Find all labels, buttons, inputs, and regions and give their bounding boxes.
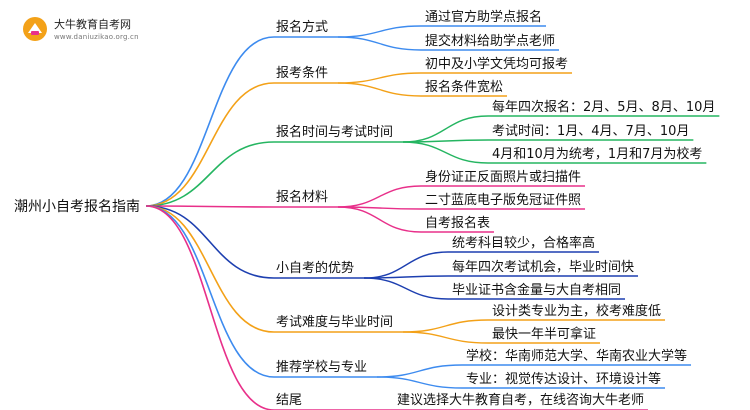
- leaf-connector: [338, 72, 422, 84]
- leaf-connector: [364, 277, 449, 300]
- logo-badge-icon: [23, 17, 47, 41]
- leaf-connector: [338, 25, 422, 38]
- branch-connector: [145, 205, 275, 333]
- leaf-advantages-3: 毕业证书含金量与大自考相同: [452, 283, 622, 298]
- branch-connector: [145, 82, 275, 207]
- branch-connector: [145, 141, 275, 207]
- leaf-eligibility-2: 报名条件宽松: [425, 80, 504, 95]
- leaf-difficulty-2: 最快一年半可拿证: [492, 327, 597, 342]
- leaf-registration-method-1: 通过官方助学点报名: [425, 10, 543, 25]
- leaf-connector: [377, 376, 463, 389]
- leaf-registration-method-2: 提交材料给助学点老师: [425, 34, 556, 49]
- leaf-schedule-1: 每年四次报名：2月、5月、8月、10月: [492, 100, 716, 115]
- branch-materials: 报名材料: [276, 190, 329, 205]
- leaf-schedule-3: 4月和10月为统考，1月和7月为校考: [492, 147, 703, 162]
- branch-schools: 推荐学校与专业: [276, 360, 368, 375]
- branch-registration-method: 报名方式: [276, 20, 329, 35]
- root-topic: 潮州小自考报名指南: [14, 199, 140, 215]
- leaf-schools-1: 学校：华南师范大学、华南农业大学等: [466, 349, 688, 364]
- site-logo[interactable]: 大牛教育自考网 www.daniuzikao.org.cn: [22, 14, 142, 48]
- leaf-conclusion-1: 建议选择大牛教育自考，在线咨询大牛老师: [397, 393, 645, 408]
- branch-eligibility: 报考条件: [276, 66, 329, 81]
- leaf-advantages-1: 统考科目较少，合格率高: [452, 236, 596, 251]
- leaf-connector: [403, 319, 489, 333]
- leaf-connector: [338, 185, 422, 208]
- leaf-advantages-2: 每年四次考试机会，毕业时间快: [452, 260, 635, 275]
- leaf-connector: [338, 82, 422, 97]
- leaf-schools-2: 专业：视觉传达设计、环境设计等: [466, 372, 662, 387]
- leaf-eligibility-1: 初中及小学文凭均可报考: [425, 57, 569, 72]
- leaf-connector: [338, 36, 422, 51]
- branch-connector: [145, 205, 275, 378]
- leaf-connector: [364, 251, 449, 279]
- branch-connector: [145, 205, 275, 410]
- logo-url: www.daniuzikao.org.cn: [54, 33, 139, 41]
- leaf-difficulty-1: 设计类专业为主，校考难度低: [492, 304, 662, 319]
- leaf-schedule-2: 考试时间：1月、4月、7月、10月: [492, 124, 690, 139]
- leaf-connector: [403, 141, 489, 164]
- branch-schedule: 报名时间与考试时间: [276, 125, 394, 140]
- branch-advantages: 小自考的优势: [276, 261, 355, 276]
- leaf-connector: [377, 364, 463, 378]
- branch-conclusion: 结尾: [276, 393, 303, 408]
- leaf-connector: [338, 206, 422, 233]
- branch-difficulty: 考试难度与毕业时间: [276, 315, 394, 330]
- branch-connector: [145, 205, 275, 208]
- leaf-connector: [403, 331, 489, 344]
- leaf-materials-1: 身份证正反面照片或扫描件: [425, 170, 582, 185]
- branch-connector: [145, 205, 275, 279]
- leaf-connector: [403, 115, 489, 143]
- leaf-materials-3: 自考报名表: [425, 216, 491, 231]
- branch-connector: [145, 36, 275, 207]
- leaf-materials-2: 二寸蓝底电子版免冠证件照: [425, 193, 582, 208]
- logo-title: 大牛教育自考网: [54, 18, 131, 31]
